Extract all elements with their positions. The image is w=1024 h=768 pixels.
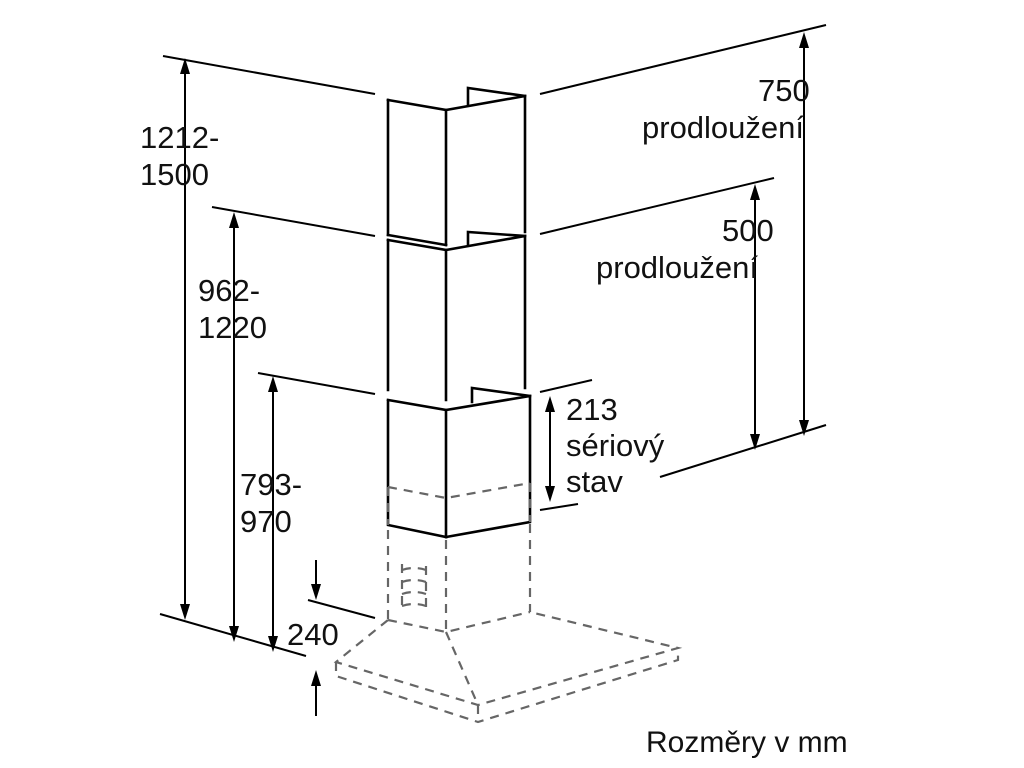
- base-height-label-line1: 793-: [240, 467, 302, 502]
- dimension-extension-750: [799, 32, 809, 436]
- chimney-top-extension: [386, 86, 527, 247]
- mid-height-label-line2: 1220: [198, 310, 267, 345]
- hood-dashed-outline: [333, 481, 683, 724]
- dimension-hood-height: [311, 560, 321, 716]
- chimney-standard-section: [386, 386, 532, 539]
- base-height-label-line2: 970: [240, 504, 292, 539]
- hood-height-label: 240: [287, 617, 339, 652]
- right-extension-lines: [539, 24, 827, 511]
- dimension-total-height: [180, 58, 190, 620]
- standard-label-line3: stav: [566, 464, 623, 499]
- units-caption: Rozměry v mm: [646, 726, 848, 759]
- extension-500-value: 500: [722, 213, 774, 248]
- dimension-standard: [545, 396, 555, 502]
- dimension-base-height: [268, 376, 278, 652]
- mid-height-label-line1: 962-: [198, 273, 260, 308]
- standard-label-line2: sériový: [566, 428, 665, 463]
- extension-750-label: prodloužení: [642, 110, 804, 145]
- extension-500-label: prodloužení: [596, 250, 758, 285]
- total-height-label-line1: 1212-: [140, 120, 219, 155]
- dimension-extension-500: [750, 184, 760, 450]
- chimney-middle-extension: [386, 230, 527, 402]
- total-height-label-line2: 1500: [140, 157, 209, 192]
- extension-750-value: 750: [758, 73, 810, 108]
- dimension-mid-height: [229, 212, 239, 642]
- standard-value: 213: [566, 392, 618, 427]
